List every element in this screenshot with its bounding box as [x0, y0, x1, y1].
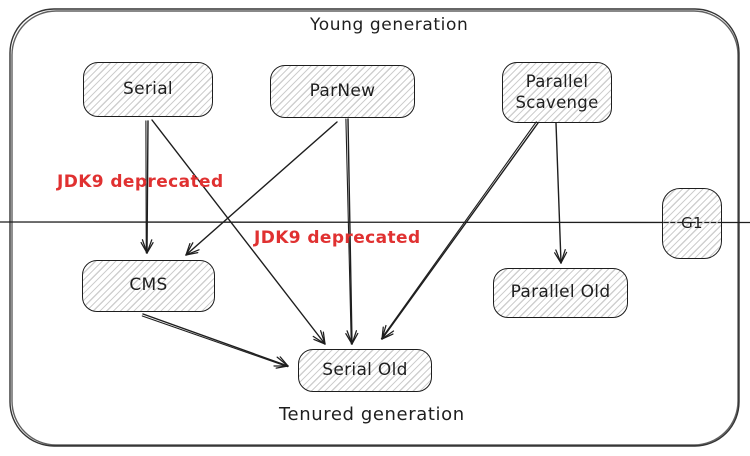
- frame-border-inner-stroke: [11, 10, 739, 446]
- arrow-parallel-scavenge-to-parallel-old[interactable]: [554, 122, 568, 264]
- arrow-parnew-to-serial-old[interactable]: [345, 118, 359, 345]
- node-parnew[interactable]: ParNew: [270, 65, 415, 118]
- arrow-parallel-scavenge-to-serial-old[interactable]: [380, 121, 539, 340]
- arrow-parnew-to-cms[interactable]: [185, 121, 338, 256]
- node-parallel-old[interactable]: Parallel Old: [493, 268, 628, 318]
- node-serial-old[interactable]: Serial Old: [298, 349, 432, 392]
- node-serial[interactable]: Serial: [83, 62, 213, 117]
- arrow-serial-to-serial-old[interactable]: [151, 119, 326, 345]
- arrow-serial-to-cms[interactable]: [140, 120, 154, 254]
- tenured-generation-caption: Tenured generation: [279, 404, 465, 425]
- jdk9-deprecated-label-parnew-serial-old[interactable]: JDK9 deprecated: [254, 228, 421, 248]
- node-g1[interactable]: G1: [662, 188, 722, 259]
- node-cms[interactable]: CMS: [82, 260, 215, 312]
- generation-divider-line: [0, 221, 750, 224]
- arrow-cms-to-serial-old[interactable]: [141, 313, 289, 369]
- jdk9-deprecated-label-serial-cms[interactable]: JDK9 deprecated: [57, 172, 224, 192]
- node-parallel-scavenge[interactable]: Parallel Scavenge: [502, 62, 612, 123]
- young-generation-caption: Young generation: [310, 15, 469, 35]
- frame-border: [9, 8, 740, 447]
